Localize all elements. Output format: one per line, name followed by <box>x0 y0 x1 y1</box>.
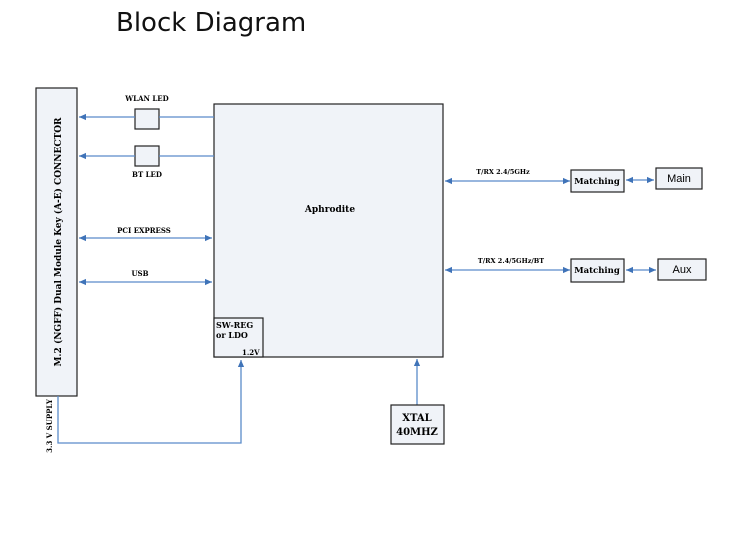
connector-block <box>35 87 78 397</box>
regulator-voltage: 1.2V <box>242 348 260 357</box>
pcie-label: PCI EXPRESS <box>117 226 171 235</box>
usb-label: USB <box>131 269 148 278</box>
aphrodite-chip <box>213 103 444 358</box>
aux-antenna-label: Aux <box>673 264 692 276</box>
xtal-line1: XTAL <box>402 413 431 424</box>
bt-led-block <box>134 145 160 167</box>
rf-path2-label: T/RX 2.4/5GHz/BT <box>478 257 544 265</box>
regulator-line2: or LDO <box>216 330 248 340</box>
main-antenna-label: Main <box>667 173 691 185</box>
bt-led-label: BT LED <box>132 170 162 179</box>
regulator-line1: SW-REG <box>216 320 253 330</box>
matching2-block <box>570 258 625 283</box>
main-antenna-block <box>655 167 703 190</box>
matching1-label: Matching <box>574 177 620 187</box>
xtal-line2: 40MHZ <box>396 427 438 438</box>
diagram-title: Block Diagram <box>116 8 307 38</box>
connector-label: M.2 (NGFF) Dual Module Key (A-E) CONNECT… <box>53 117 64 367</box>
matching1-block <box>570 169 625 193</box>
regulator-block <box>213 317 264 358</box>
xtal-block <box>390 404 445 445</box>
wlan-led-label: WLAN LED <box>124 94 168 103</box>
matching2-label: Matching <box>574 266 620 276</box>
supply-label: 3.3 V SUPPLY <box>45 398 54 453</box>
chip-label: Aphrodite <box>304 205 355 215</box>
supply-wire <box>57 360 245 444</box>
aux-antenna-block <box>657 258 707 281</box>
wlan-led-block <box>134 108 160 130</box>
rf-path1-label: T/RX 2.4/5GHz <box>476 168 530 176</box>
